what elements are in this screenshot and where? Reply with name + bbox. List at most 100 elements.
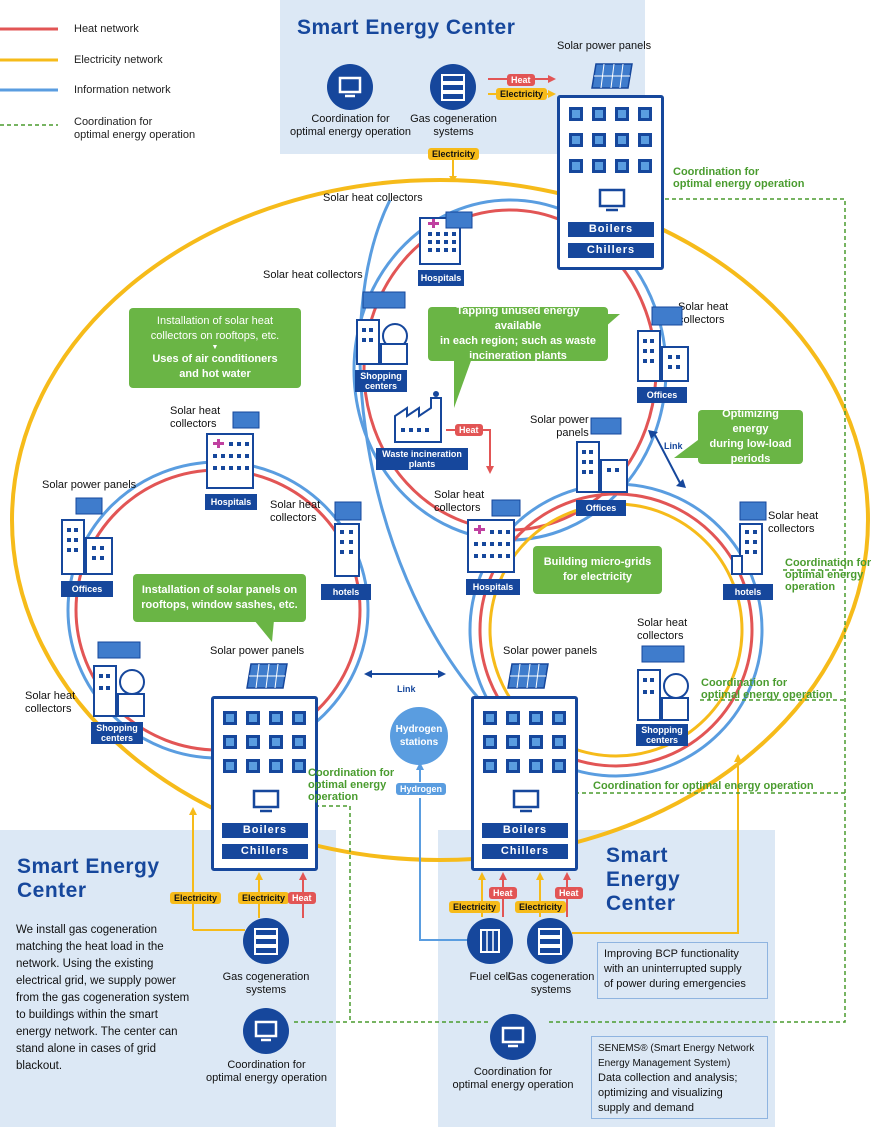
waste-line1: Waste incineration — [382, 449, 462, 459]
bubble-ll-2: during low-load — [709, 438, 792, 450]
top-sec-title: Smart Energy Center — [297, 16, 516, 39]
left-coord-line2: optimal energy operation — [205, 1072, 328, 1084]
right-sec-title-1: Smart — [606, 844, 669, 867]
left-gas-cogeneration-icon — [243, 918, 289, 964]
top-chillers-label: Chillers — [568, 243, 654, 258]
right-solar-panel-icon — [507, 663, 549, 689]
unused-energy-bubble: Tapping unused energy available in each … — [428, 305, 608, 362]
coord-left-2: optimal energy — [308, 779, 387, 791]
solar-heat-hr-2: collectors — [768, 523, 815, 535]
solar-heat-hr-1: Solar heat — [768, 510, 819, 522]
top-electricity-tag: Electricity — [496, 88, 548, 100]
right-electricity-tag-1: Electricity — [449, 901, 501, 913]
solar-heat-hc-2: collectors — [434, 502, 481, 514]
low-load-bubble-pointer — [674, 440, 698, 458]
senems-line5: supply and demand — [598, 1102, 695, 1114]
coord-right-2: optimal energy — [785, 569, 864, 581]
solar-heat-sr-2: collectors — [637, 630, 684, 642]
solar-panels-bubble-pointer — [254, 620, 274, 642]
hospital-center-tag: Hospitals — [466, 579, 520, 595]
solar-heat-hl-2: collectors — [170, 418, 217, 430]
shopping-right-line1: Shopping — [641, 725, 683, 735]
shopping-center-top-building — [356, 291, 408, 365]
right-electricity-tag-2: Electricity — [515, 901, 567, 913]
right-chillers-label: Chillers — [482, 844, 568, 859]
offices-left-solar-power-label: Solar power panels — [42, 479, 137, 491]
link-left-label: Link — [397, 684, 416, 694]
solar-heat-bubble: Installation of solar heat collectors on… — [129, 308, 301, 388]
left-energy-center-building: Boilers Chillers — [211, 696, 318, 871]
para-4: from the gas cogeneration system — [16, 992, 190, 1004]
hospital-left-building — [206, 411, 260, 489]
offices-center-building — [576, 417, 628, 493]
waste-incineration-plant — [394, 391, 442, 443]
para-1: matching the heat load in the — [16, 941, 164, 953]
solar-heat-ur-1: Solar heat — [678, 301, 729, 313]
top-gas-cogeneration-icon — [430, 64, 476, 110]
hospital-center-solar-heat-label: Solar heat collectors — [434, 489, 484, 515]
legend-electricity-swatch — [0, 58, 58, 62]
top-heat-tag: Heat — [507, 74, 535, 86]
left-boilers-label: Boilers — [222, 823, 308, 838]
shopping-left-line2: centers — [100, 733, 134, 743]
legend-heat-swatch — [0, 27, 58, 31]
shopping-right-solar-heat-label: Solar heat collectors — [637, 617, 687, 643]
bubble-sp-2: rooftops, window sashes, etc. — [141, 599, 298, 611]
hotels-left-building — [334, 501, 362, 577]
shopping-right-tag: Shopping centers — [636, 724, 688, 746]
bcp-info-box: Improving BCP functionality with an unin… — [597, 942, 768, 999]
coord-right-1: Coordination for — [785, 557, 872, 569]
left-coord-line1: Coordination for — [227, 1059, 306, 1071]
shopping-left-line1: Shopping — [96, 723, 138, 733]
solar-heat-hc-1: Solar heat — [434, 489, 485, 501]
left-gas-cogeneration-label: Gas cogeneration systems — [218, 971, 314, 997]
left-gas-line2: systems — [245, 984, 287, 996]
senems-line1: SENEMS® (Smart Energy Network — [598, 1043, 755, 1054]
para-7: stand alone in cases of grid — [16, 1043, 157, 1055]
offices-left-building — [61, 497, 113, 575]
left-gas-line1: Gas cogeneration — [222, 971, 310, 983]
link-right-label: Link — [664, 441, 683, 451]
hotels-left-tag: hotels — [321, 584, 371, 600]
offices-center-tag: Offices — [576, 500, 626, 516]
right-boilers-label: Boilers — [482, 823, 568, 838]
right-heat-ring — [478, 492, 754, 768]
right-coordination-icon — [490, 1014, 536, 1060]
unused-bubble-pointer — [454, 358, 472, 408]
right-energy-center-building: Boilers Chillers — [471, 696, 578, 871]
mid-solar-heat-collectors-label: Solar heat collectors — [263, 269, 363, 281]
hotels-left-solar-heat-label: Solar heat collectors — [270, 499, 320, 525]
coord-left-3: operation — [308, 791, 359, 803]
coord-left-1: Coordination for — [308, 767, 395, 779]
shopping-left-building — [93, 641, 145, 717]
top-solar-heat-collectors-label: Solar heat collectors — [323, 192, 423, 204]
para-0: We install gas cogeneration — [16, 924, 158, 936]
top-coordination-icon — [327, 64, 373, 110]
coord-top-line2: optimal energy operation — [673, 178, 805, 190]
left-solar-power-panels-label: Solar power panels — [210, 645, 305, 657]
monitor-icon — [512, 789, 540, 813]
right-gas-line2: systems — [530, 984, 572, 996]
monitor-icon — [598, 188, 626, 212]
offices-upper-solar-heat-label: Solar heat collectors — [678, 301, 728, 327]
top-solar-power-panels-label: Solar power panels — [557, 40, 652, 52]
unused-bubble-pointer-right — [604, 314, 620, 328]
right-heat-tag-1: Heat — [489, 887, 517, 899]
top-gas-cogeneration-label: Gas cogeneration systems — [406, 113, 501, 139]
bubble-sh-4: and hot water — [179, 368, 251, 380]
hospital-left-tag: Hospitals — [205, 494, 257, 510]
left-electricity-tag-2: Electricity — [238, 892, 290, 904]
solar-heat-sl-2: collectors — [25, 703, 72, 715]
left-sec-title: Smart Energy Center — [17, 855, 160, 903]
left-electricity-tag-1: Electricity — [170, 892, 222, 904]
para-8: blackout. — [16, 1060, 63, 1072]
legend-information-label: Information network — [74, 84, 171, 96]
window-grid — [223, 711, 306, 773]
left-sec-title-2: Center — [17, 879, 87, 902]
outer-electricity-ring — [10, 178, 870, 862]
shopping-right-line2: centers — [645, 735, 679, 745]
coord-mid-2: optimal energy operation — [701, 689, 833, 701]
right-coord-line2: optimal energy operation — [452, 1079, 574, 1091]
solar-power-c-1: Solar power — [530, 414, 589, 426]
right-heat-tag-2: Heat — [555, 887, 583, 899]
